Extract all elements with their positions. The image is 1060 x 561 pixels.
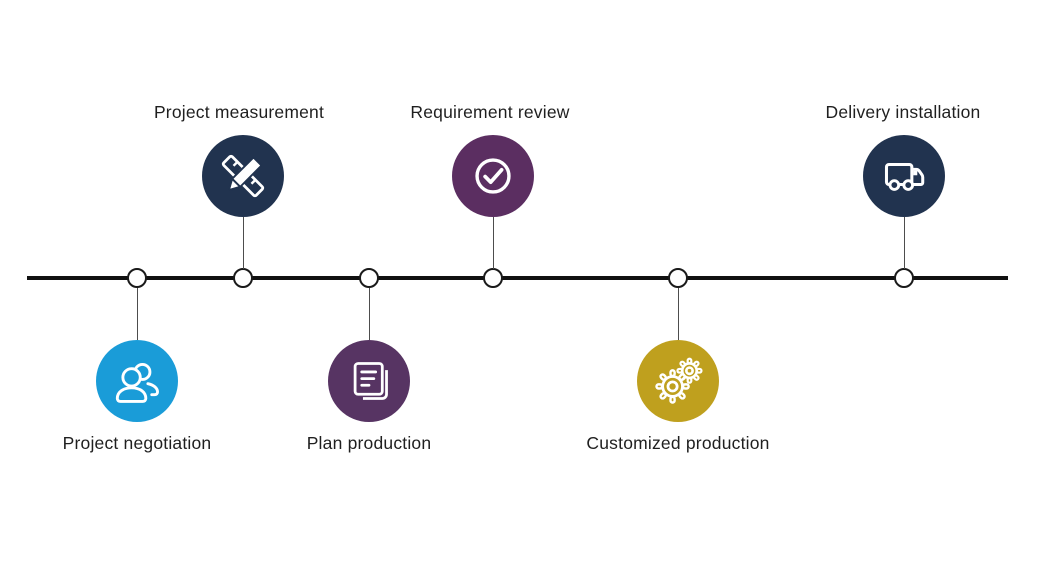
step-label: Project negotiation: [62, 433, 212, 453]
step-badge: [863, 135, 945, 217]
ruler-pencil-icon: [221, 154, 265, 198]
step-badge: [452, 135, 534, 217]
step-label: Project measurement: [153, 102, 325, 122]
step-badge: [96, 340, 178, 422]
timeline-node: [894, 268, 914, 288]
step-connector: [369, 288, 370, 340]
users-icon: [115, 362, 159, 403]
timeline-node: [127, 268, 147, 288]
check-circle-icon: [475, 158, 511, 194]
step-label: Customized production: [586, 433, 770, 453]
step-badge: [202, 135, 284, 217]
step-connector: [493, 217, 494, 269]
step-connector: [678, 288, 679, 340]
timeline-node: [668, 268, 688, 288]
step-connector: [243, 217, 244, 269]
step-label: Delivery installation: [825, 102, 981, 122]
timeline-axis: [27, 276, 1008, 280]
timeline-node: [483, 268, 503, 288]
timeline-node: [233, 268, 253, 288]
step-connector: [904, 217, 905, 269]
truck-icon: [884, 163, 925, 191]
step-label: Requirement review: [410, 102, 570, 122]
step-badge: [328, 340, 410, 422]
step-connector: [137, 288, 138, 340]
gears-icon: [655, 357, 703, 404]
step-label: Plan production: [306, 433, 432, 453]
timeline-node: [359, 268, 379, 288]
step-badge: [637, 340, 719, 422]
document-icon: [353, 362, 388, 400]
